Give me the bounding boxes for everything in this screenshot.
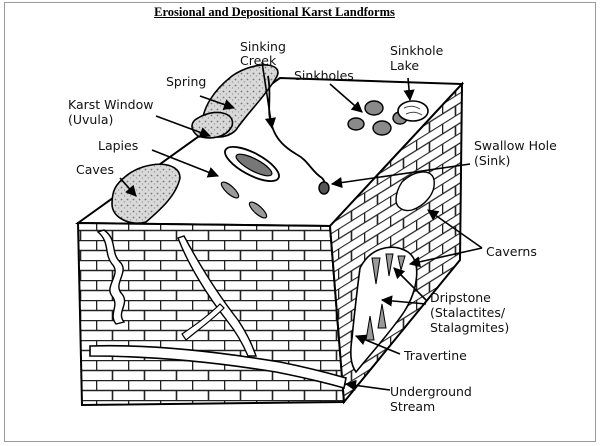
label-lapies: Lapies <box>98 138 138 153</box>
label-sinkholes: Sinkholes <box>294 68 354 83</box>
label-underground-stream-line2: Stream <box>390 399 435 414</box>
label-karst-window-line2: (Uvula) <box>68 112 113 127</box>
label-travertine: Travertine <box>403 348 467 363</box>
label-dripstone-line3: Stalagmites) <box>430 320 509 335</box>
label-sinking-creek-line2: Creek <box>240 53 277 68</box>
label-karst-window-line1: Karst Window <box>68 97 153 112</box>
swallow-hole-sink <box>319 182 329 194</box>
label-swallow-hole-line2: (Sink) <box>474 153 510 168</box>
label-sinking-creek-line1: Sinking <box>240 39 286 54</box>
label-sinkhole-lake-line2: Lake <box>390 58 419 73</box>
label-swallow-hole-line1: Swallow Hole <box>474 138 557 153</box>
label-spring: Spring <box>166 74 206 89</box>
sinkhole-lake <box>398 101 428 121</box>
label-caverns: Caverns <box>486 244 537 259</box>
label-caves: Caves <box>76 162 114 177</box>
label-underground-stream-line1: Underground <box>390 384 472 399</box>
label-dripstone-line1: Dripstone <box>430 290 491 305</box>
label-dripstone-line2: (Stalactites/ <box>430 305 506 320</box>
label-sinkhole-lake-line1: Sinkhole <box>390 43 444 58</box>
